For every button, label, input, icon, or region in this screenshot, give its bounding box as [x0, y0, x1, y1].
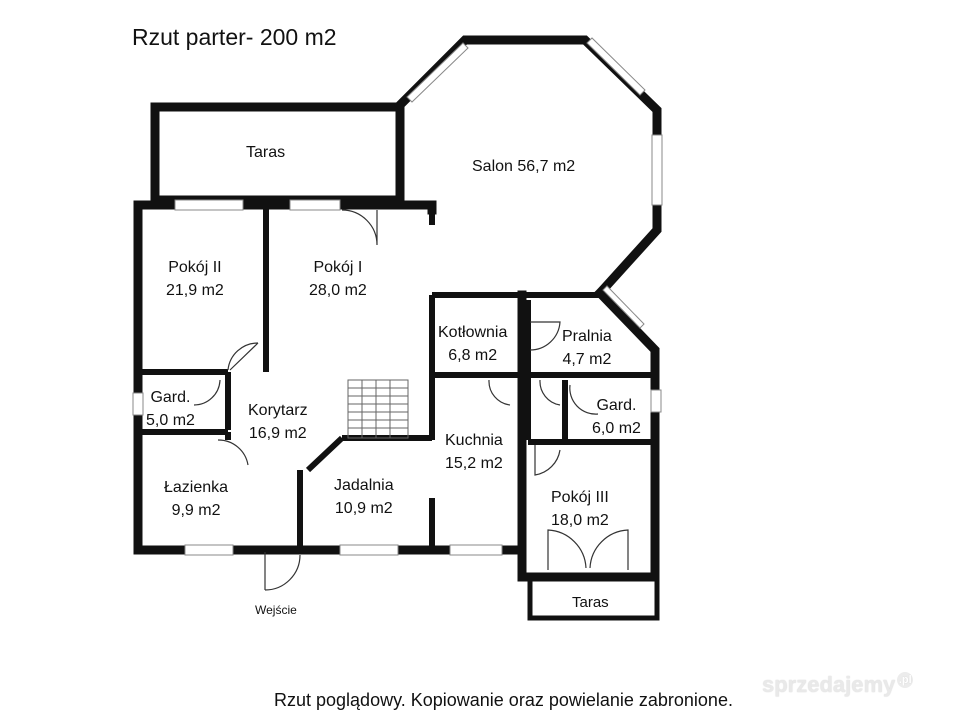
room-jadalnia: Jadalnia 10,9 m2 [334, 474, 394, 520]
watermark-text: sprzedajemy [762, 672, 896, 697]
room-name: Korytarz [248, 402, 308, 419]
room-name: Pokój II [168, 259, 222, 276]
room-area: 21,9 m2 [166, 282, 224, 299]
room-name: Łazienka [164, 479, 229, 496]
room-name: Salon 56,7 m2 [472, 158, 576, 175]
room-area: 10,9 m2 [334, 500, 393, 517]
room-name: Gard. [150, 389, 191, 406]
room-korytarz: Korytarz 16,9 m2 [248, 399, 308, 445]
room-area: 9,9 m2 [171, 502, 221, 519]
room-kotlownia: Kotłownia 6,8 m2 [438, 321, 507, 367]
room-name: Pralnia [562, 328, 612, 345]
entrance-label: Wejście [255, 603, 297, 617]
room-pokoj-1: Pokój I 28,0 m2 [309, 256, 367, 302]
room-gard-2: Gard. 6,0 m2 [592, 394, 641, 440]
room-area: 5,0 m2 [146, 412, 195, 429]
room-pokoj-2: Pokój II 21,9 m2 [166, 256, 224, 302]
room-name: Pokój I [313, 259, 363, 276]
room-area: 16,9 m2 [248, 425, 307, 442]
plan-title: Rzut parter- 200 m2 [132, 24, 337, 50]
room-area: 18,0 m2 [551, 512, 609, 529]
room-kuchnia: Kuchnia 15,2 m2 [445, 429, 503, 475]
room-area: 4,7 m2 [562, 351, 612, 368]
room-name: Taras [246, 144, 286, 161]
room-area: 15,2 m2 [445, 455, 503, 472]
room-name: Gard. [596, 397, 637, 414]
room-name: Jadalnia [334, 477, 394, 494]
room-name: Taras [572, 594, 609, 611]
room-taras-bottom: Taras [572, 591, 609, 614]
room-area: 6,8 m2 [448, 347, 498, 364]
windows [132, 37, 663, 556]
watermark-badge: .pl [897, 672, 914, 688]
room-salon: Salon 56,7 m2 [472, 155, 575, 178]
room-area: 28,0 m2 [309, 282, 367, 299]
room-pralnia: Pralnia 4,7 m2 [562, 325, 612, 371]
watermark: sprzedajemy.pl [762, 672, 914, 698]
copyright-note: Rzut poglądowy. Kopiowanie oraz powielan… [274, 690, 733, 710]
interior-walls [138, 208, 655, 550]
doors [193, 209, 629, 591]
room-name: Pokój III [551, 489, 609, 506]
room-name: Kotłownia [438, 324, 508, 341]
stairs [347, 379, 409, 439]
room-pokoj-3: Pokój III 18,0 m2 [551, 486, 609, 532]
room-taras-top: Taras [246, 141, 285, 164]
room-gard-1: Gard. 5,0 m2 [146, 386, 195, 432]
room-name: Kuchnia [445, 432, 503, 449]
room-area: 6,0 m2 [592, 420, 641, 437]
room-lazienka: Łazienka 9,9 m2 [164, 476, 228, 522]
